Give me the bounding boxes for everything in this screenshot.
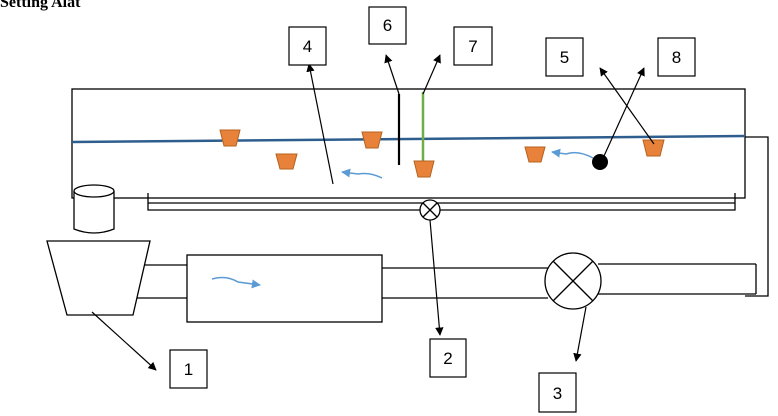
pot bbox=[524, 146, 546, 163]
label-box-5: 5 bbox=[545, 37, 584, 77]
filter-box bbox=[186, 254, 383, 323]
svg-text:6: 6 bbox=[383, 16, 392, 35]
svg-text:5: 5 bbox=[560, 48, 569, 67]
label-box-6: 6 bbox=[368, 6, 407, 45]
return-pipe bbox=[745, 136, 769, 297]
water-surface-line bbox=[71, 134, 746, 144]
sensor-ball bbox=[592, 154, 608, 170]
inner-pipe bbox=[147, 193, 736, 211]
label-box-7: 7 bbox=[453, 26, 493, 66]
pot bbox=[413, 160, 435, 178]
label-box-3: 3 bbox=[538, 372, 577, 413]
flow-arrow bbox=[551, 148, 594, 159]
svg-text:8: 8 bbox=[672, 48, 681, 67]
diagram-title: Setting Alat bbox=[0, 0, 81, 11]
svg-text:3: 3 bbox=[553, 384, 562, 403]
valve-large bbox=[544, 252, 602, 310]
pot bbox=[275, 153, 298, 170]
label-box-1: 1 bbox=[169, 349, 208, 389]
label-box-8: 8 bbox=[657, 37, 696, 77]
svg-text:4: 4 bbox=[303, 37, 312, 56]
pot bbox=[219, 129, 241, 147]
label-box-4: 4 bbox=[288, 26, 327, 66]
label-box-2: 2 bbox=[429, 338, 467, 378]
tank bbox=[71, 88, 746, 199]
flow-arrow bbox=[211, 276, 261, 289]
svg-text:7: 7 bbox=[468, 37, 477, 56]
pot bbox=[642, 139, 665, 157]
pot bbox=[361, 131, 383, 149]
svg-text:2: 2 bbox=[443, 349, 452, 368]
flow-arrow bbox=[341, 168, 383, 179]
svg-text:1: 1 bbox=[184, 360, 193, 379]
valve-small bbox=[419, 199, 441, 221]
motor-cylinder bbox=[73, 184, 115, 234]
pump-funnel bbox=[46, 240, 151, 316]
